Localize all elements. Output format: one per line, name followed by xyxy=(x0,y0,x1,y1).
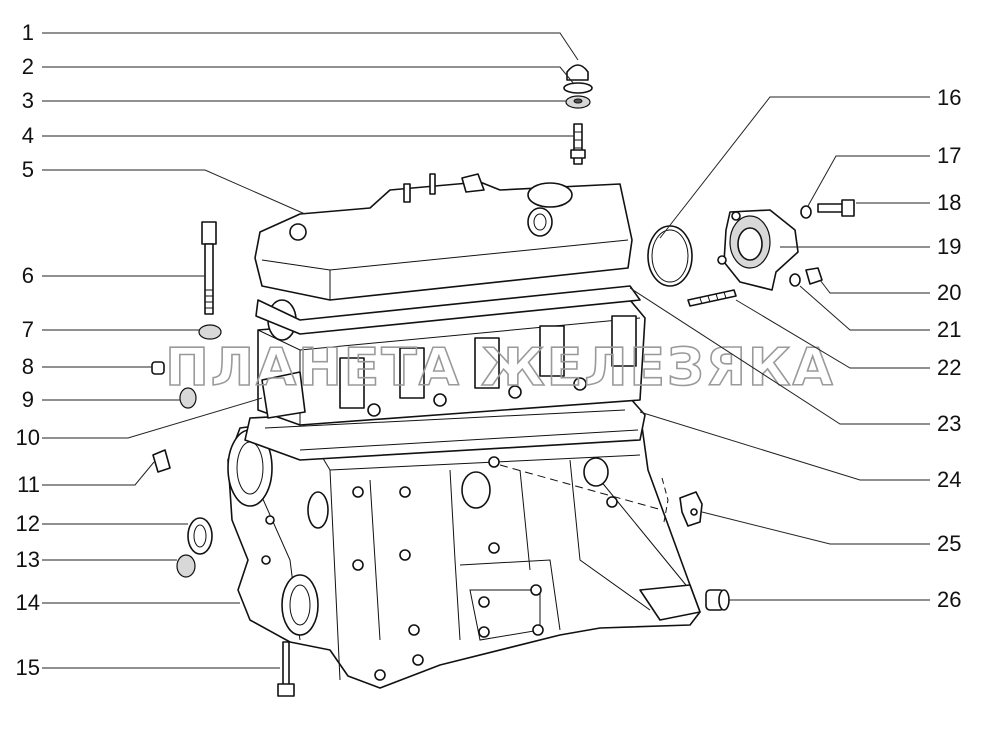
leader-lines xyxy=(42,32,930,669)
callout-23: 23 xyxy=(937,411,961,436)
callout-25: 25 xyxy=(937,531,961,556)
nut-20 xyxy=(805,267,823,285)
cap-nut-assembly xyxy=(563,64,593,165)
bushing-26 xyxy=(705,589,730,611)
watermark: ПЛАНЕТА ЖЕЛЕЗЯКА xyxy=(165,338,834,398)
callout-17: 17 xyxy=(937,143,961,168)
callout-10: 10 xyxy=(16,425,40,450)
callout-12: 12 xyxy=(16,511,40,536)
callout-24: 24 xyxy=(937,467,961,492)
housing-bolt xyxy=(817,199,855,217)
head-bolt xyxy=(201,221,217,315)
o-ring xyxy=(647,225,693,287)
crankshaft-seal xyxy=(187,517,213,555)
stud-22 xyxy=(687,289,737,307)
callout-16: 16 xyxy=(937,85,961,110)
callout-1: 1 xyxy=(22,20,34,45)
callout-20: 20 xyxy=(937,280,961,305)
callout-2: 2 xyxy=(22,54,34,79)
callout-13: 13 xyxy=(16,547,40,572)
callouts-left: 1 2 3 4 5 6 7 8 9 10 11 12 13 14 15 xyxy=(16,20,40,680)
valve-cover-gasket xyxy=(255,285,641,335)
oil-seal-small xyxy=(176,554,196,578)
callout-5: 5 xyxy=(22,157,34,182)
callout-26: 26 xyxy=(937,587,961,612)
valve-cover xyxy=(254,173,633,301)
callout-4: 4 xyxy=(22,123,34,148)
pump-housing xyxy=(717,209,799,291)
washer-21 xyxy=(789,273,801,287)
dowel-sleeve xyxy=(152,449,171,473)
callout-14: 14 xyxy=(16,590,40,615)
callout-18: 18 xyxy=(937,190,961,215)
callout-15: 15 xyxy=(16,655,40,680)
block-bolt xyxy=(277,641,295,697)
callout-7: 7 xyxy=(22,317,34,342)
callout-22: 22 xyxy=(937,355,961,380)
callouts-right: 16 17 18 19 20 21 22 23 24 25 26 xyxy=(937,85,961,612)
engine-illustration xyxy=(151,64,855,697)
callout-6: 6 xyxy=(22,263,34,288)
callout-8: 8 xyxy=(22,354,34,379)
cylinder-block xyxy=(227,411,701,689)
valve-seal xyxy=(179,387,197,409)
callout-21: 21 xyxy=(937,317,961,342)
sensor-25 xyxy=(679,491,703,527)
callout-9: 9 xyxy=(22,387,34,412)
washer-17 xyxy=(800,205,812,219)
callout-11: 11 xyxy=(17,472,40,497)
bolt-washer xyxy=(198,324,222,340)
callout-3: 3 xyxy=(22,88,34,113)
callout-19: 19 xyxy=(937,234,961,259)
cylinder-head xyxy=(257,299,646,426)
small-nut xyxy=(151,361,165,375)
